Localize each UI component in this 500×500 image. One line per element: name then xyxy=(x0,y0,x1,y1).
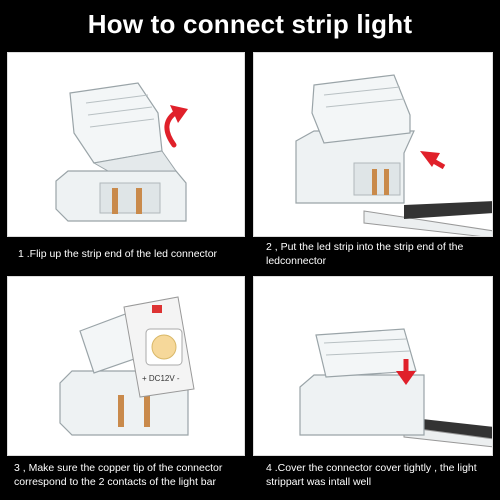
step-4-caption: 4 .Cover the connector cover tightly , t… xyxy=(266,462,477,488)
step-1-caption: 1 .Flip up the strip end of the led conn… xyxy=(18,248,218,260)
step-3-image: + DC12V - xyxy=(7,276,245,456)
step-2-caption: 2 , Put the led strip into the strip end… xyxy=(266,241,464,267)
page-title: How to connect strip light xyxy=(87,8,413,39)
arrow-icon xyxy=(396,359,416,385)
strip-marking: + DC12V - xyxy=(142,374,180,383)
arrow-icon xyxy=(420,151,446,170)
step-4-image xyxy=(253,276,493,456)
step-3-caption: 3 , Make sure the copper tip of the conn… xyxy=(14,462,223,488)
curved-arrow-icon xyxy=(164,105,188,148)
step-1-image xyxy=(7,52,245,237)
step-2-image xyxy=(253,52,493,237)
